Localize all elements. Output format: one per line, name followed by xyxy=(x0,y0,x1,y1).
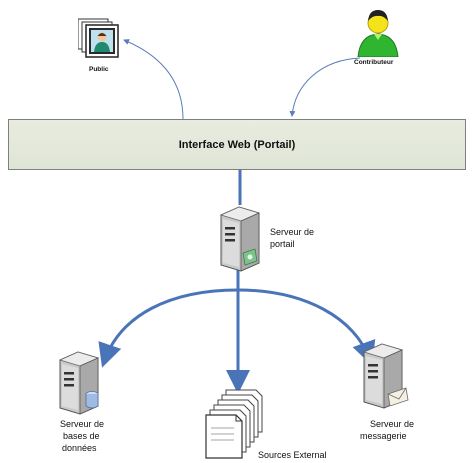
arc-to-database-server xyxy=(98,288,239,368)
database-server-label-line2: bases de xyxy=(63,431,100,441)
database-server-label-line3: données xyxy=(62,443,97,453)
server-icon xyxy=(219,206,261,272)
mail-server-label-line1: Serveur de xyxy=(370,419,415,429)
portal-bar-label: Interface Web (Portail) xyxy=(178,138,296,151)
contributor-person-icon xyxy=(357,10,399,57)
arc-to-public xyxy=(123,39,184,120)
documents-stack-icon xyxy=(205,389,263,459)
web-interface-portal-bar: Interface Web (Portail) xyxy=(8,119,466,170)
sources-label: Sources External xyxy=(258,450,327,460)
mail-server-label-line2: messagerie xyxy=(360,431,407,441)
public-label: Public xyxy=(89,66,109,73)
database-server-icon xyxy=(58,351,100,415)
portal-server-label-line2: portail xyxy=(270,239,295,249)
database-server-label-line1: Serveur de xyxy=(60,419,105,429)
mail-server-icon xyxy=(362,343,409,409)
arc-to-mail-server xyxy=(237,288,376,366)
public-photos-icon xyxy=(78,18,119,58)
portal-server-label-line1: Serveur de xyxy=(270,227,315,237)
contributeur-label: Contributeur xyxy=(354,59,394,66)
arc-from-contributeur xyxy=(289,57,361,117)
